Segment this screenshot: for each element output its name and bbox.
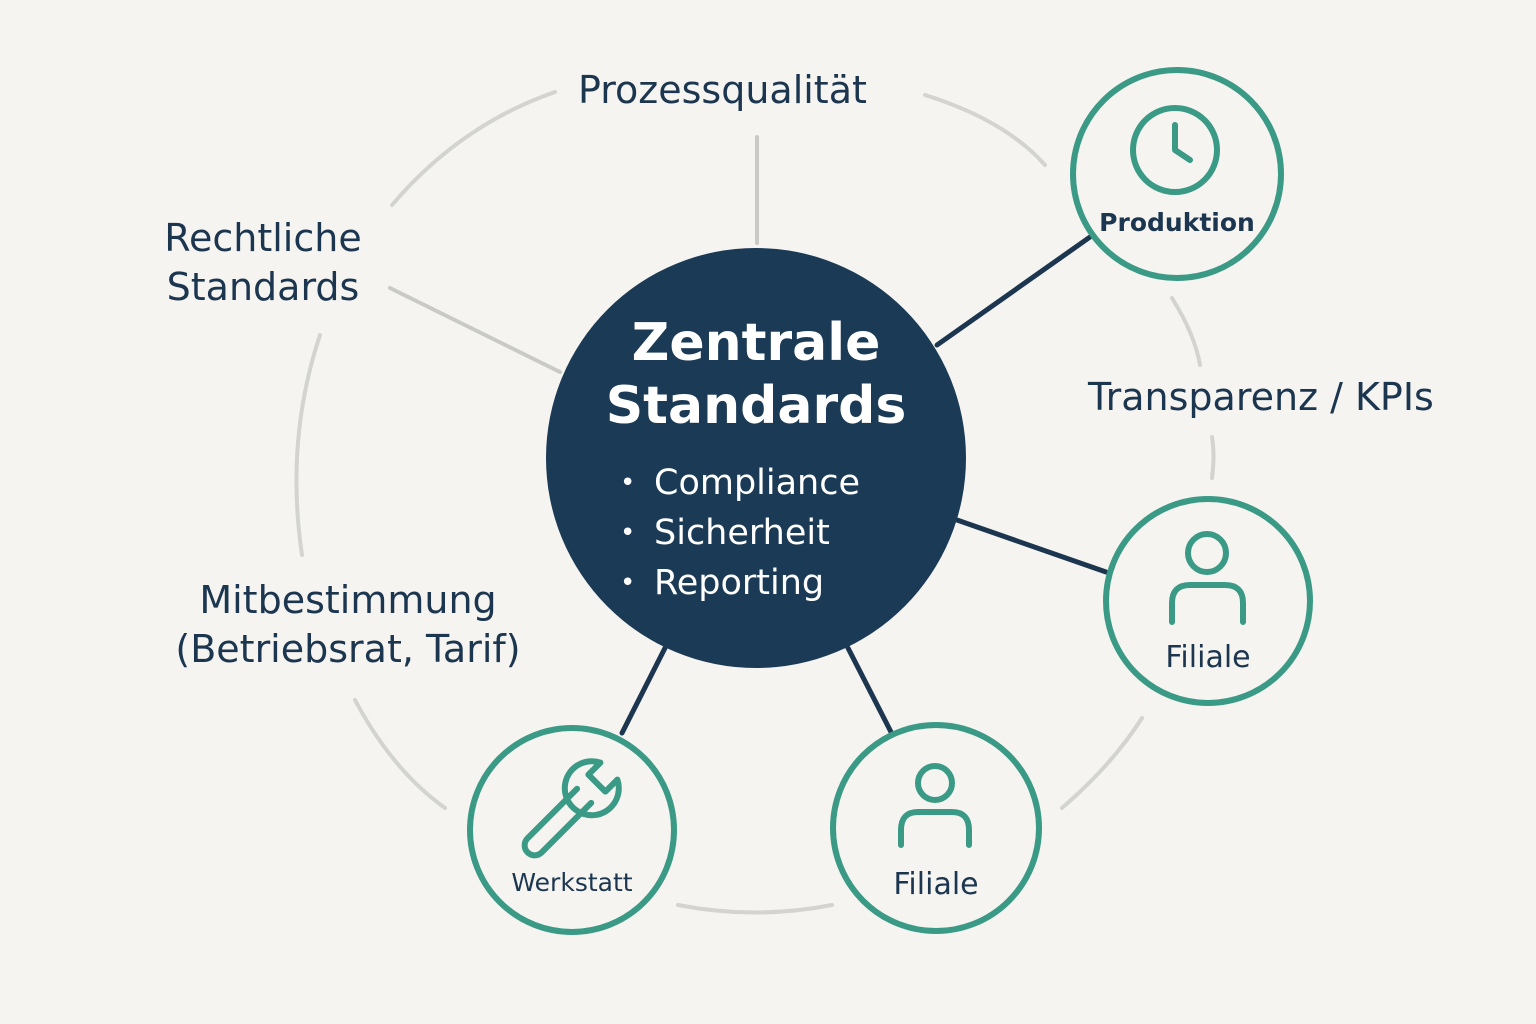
- center-title-line1: Zentrale: [631, 313, 881, 373]
- label-mitbestimmung-line2: (Betriebsrat, Tarif): [175, 626, 521, 671]
- connector-filiale-right: [954, 517, 1109, 575]
- connector-produktion: [934, 234, 1093, 348]
- ring-arc-top-right: [923, 93, 1047, 167]
- node-circle-produktion: [1070, 67, 1284, 281]
- label-rechtliche-line2: Standards: [166, 264, 360, 309]
- label-prozessqualitaet: Prozessqualität: [578, 66, 867, 115]
- bullet-item: Sicherheit: [620, 508, 860, 558]
- spoke-rechtliche-standards: [388, 286, 562, 374]
- node-label-filiale-bottom: Filiale: [893, 867, 979, 902]
- connector-filiale-bottom: [845, 645, 894, 735]
- ring-arc-bottom-left: [353, 698, 447, 810]
- label-transparenz-text: Transparenz / KPIs: [1088, 375, 1434, 419]
- node-circle-filiale-right: [1103, 496, 1313, 706]
- ring-arc-left: [294, 333, 322, 557]
- person-icon: [898, 763, 972, 848]
- label-transparenz: Transparenz / KPIs: [1088, 373, 1434, 422]
- bullet-item: Compliance: [620, 458, 860, 508]
- ring-arc-right-lower: [1210, 435, 1216, 480]
- label-rechtliche-standards: Rechtliche Standards: [143, 214, 383, 311]
- outer-ring: [294, 90, 1216, 915]
- dark-connectors: [619, 234, 1109, 736]
- node-circle-filiale-bottom: [830, 722, 1042, 934]
- light-spokes: [388, 135, 759, 374]
- label-rechtliche-line1: Rechtliche: [164, 216, 362, 260]
- ring-arc-bottom-right: [1060, 716, 1144, 810]
- wrench-icon: [521, 758, 622, 859]
- connector-werkstatt: [619, 645, 668, 736]
- center-title-line2: Standards: [605, 376, 907, 437]
- node-circles: [467, 67, 1313, 935]
- label-mitbestimmung-line1: Mitbestimmung: [199, 578, 497, 622]
- node-circle-werkstatt: [467, 725, 677, 935]
- label-prozessqualitaet-text: Prozessqualität: [578, 68, 867, 112]
- label-mitbestimmung: Mitbestimmung (Betriebsrat, Tarif): [160, 576, 536, 673]
- node-label-filiale-right: Filiale: [1165, 640, 1251, 675]
- node-label-produktion: Produktion: [1099, 208, 1255, 237]
- ring-arc-right-upper: [1170, 296, 1202, 367]
- center-bullet-list: Compliance Sicherheit Reporting: [620, 458, 860, 608]
- center-title: Zentrale Standards: [596, 312, 916, 439]
- clock-icon: [1130, 105, 1220, 195]
- bullet-item: Reporting: [620, 558, 860, 608]
- ring-arc-bottom: [676, 903, 834, 915]
- node-label-werkstatt: Werkstatt: [511, 868, 633, 897]
- ring-arc-top-left: [390, 90, 557, 207]
- person-icon: [1169, 531, 1246, 625]
